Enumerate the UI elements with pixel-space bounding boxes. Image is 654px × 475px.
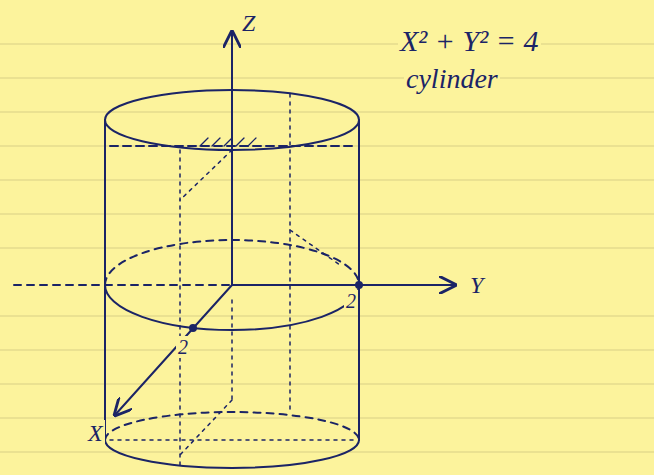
hatching [200, 138, 256, 146]
ruled-line [0, 112, 654, 113]
axis-label: X [86, 420, 105, 446]
top-chord [110, 145, 354, 147]
ruled-line [0, 78, 654, 79]
y-axis [232, 284, 455, 286]
dotted-line [110, 439, 355, 441]
cylinder-side [104, 120, 106, 440]
hatch [248, 138, 256, 146]
ruled-line [0, 384, 654, 385]
dotted-line [290, 230, 340, 265]
construction-lines [110, 94, 355, 466]
ruled-line [0, 214, 654, 215]
ruled-line [0, 350, 654, 351]
hatch [200, 138, 208, 146]
point [190, 325, 196, 331]
axis-label: Z [240, 10, 257, 36]
ruled-line [0, 452, 654, 453]
ruled-line [0, 418, 654, 419]
tick-value: 2 [344, 290, 358, 312]
dotted-line [289, 94, 291, 412]
cylinder-side [358, 120, 360, 440]
ruled-line [0, 44, 654, 45]
ruled-line [0, 248, 654, 249]
z-axis [231, 32, 233, 285]
ruled-lines [0, 44, 654, 452]
tick-value: 2 [176, 336, 190, 358]
axis-label: Y [468, 272, 485, 298]
hatch [224, 138, 232, 146]
negative-y-axis [14, 284, 232, 286]
x-axis [115, 285, 232, 415]
dotted-line [231, 300, 233, 400]
point [356, 282, 362, 288]
ruled-line [0, 146, 654, 147]
top-ellipse [105, 90, 359, 150]
dotted-line [179, 150, 181, 466]
ruled-line [0, 180, 654, 181]
bottom-ellipse-front [105, 440, 359, 468]
hatch [236, 138, 244, 146]
note-text: cylinder [404, 64, 500, 95]
dotted-line [180, 400, 232, 455]
hatch [212, 138, 220, 146]
bottom-ellipse-back [105, 412, 359, 440]
dotted-line [180, 150, 232, 200]
equation: X² + Y² = 4 [398, 24, 541, 57]
middle-ellipse-back [105, 240, 359, 285]
